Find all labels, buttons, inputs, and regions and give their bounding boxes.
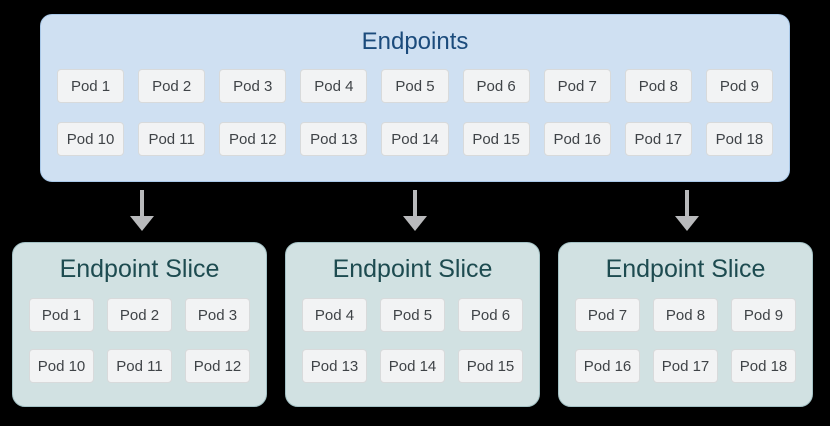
pod-box: Pod 2 bbox=[138, 69, 206, 103]
arrow-stem bbox=[685, 190, 689, 216]
slice-pod-grid: Pod 4 Pod 5 Pod 6 Pod 13 Pod 14 Pod 15 bbox=[302, 298, 523, 383]
endpoint-slice-box-1: Endpoint Slice Pod 1 Pod 2 Pod 3 Pod 10 … bbox=[12, 242, 267, 407]
down-arrow-icon bbox=[675, 190, 699, 231]
pod-box: Pod 10 bbox=[29, 349, 94, 383]
pod-box: Pod 9 bbox=[731, 298, 796, 332]
down-arrow-icon bbox=[130, 190, 154, 231]
endpoints-pod-grid: Pod 1 Pod 2 Pod 3 Pod 4 Pod 5 Pod 6 Pod … bbox=[57, 69, 773, 156]
arrow-stem bbox=[413, 190, 417, 216]
pod-box: Pod 3 bbox=[219, 69, 287, 103]
pod-box: Pod 5 bbox=[381, 69, 449, 103]
pod-box: Pod 11 bbox=[107, 349, 172, 383]
slice-row: Endpoint Slice Pod 1 Pod 2 Pod 3 Pod 10 … bbox=[12, 242, 813, 407]
arrow-head bbox=[403, 216, 427, 231]
pod-box: Pod 10 bbox=[57, 122, 125, 156]
endpoint-slice-box-2: Endpoint Slice Pod 4 Pod 5 Pod 6 Pod 13 … bbox=[285, 242, 540, 407]
pod-box: Pod 15 bbox=[462, 122, 530, 156]
pod-box: Pod 18 bbox=[705, 122, 773, 156]
pod-box: Pod 14 bbox=[381, 122, 449, 156]
pod-box: Pod 8 bbox=[653, 298, 718, 332]
pod-box: Pod 1 bbox=[29, 298, 94, 332]
endpoint-slice-title: Endpoint Slice bbox=[605, 255, 766, 283]
pod-box: Pod 14 bbox=[380, 349, 445, 383]
pod-box: Pod 18 bbox=[731, 349, 796, 383]
pod-box: Pod 17 bbox=[653, 349, 718, 383]
pod-box: Pod 6 bbox=[458, 298, 523, 332]
pod-box: Pod 7 bbox=[575, 298, 640, 332]
endpoint-slice-box-3: Endpoint Slice Pod 7 Pod 8 Pod 9 Pod 16 … bbox=[558, 242, 813, 407]
pod-box: Pod 3 bbox=[185, 298, 250, 332]
pod-box: Pod 8 bbox=[624, 69, 692, 103]
endpoints-title: Endpoints bbox=[361, 28, 469, 55]
pod-box: Pod 13 bbox=[302, 349, 367, 383]
down-arrow-icon bbox=[403, 190, 427, 231]
pod-box: Pod 5 bbox=[380, 298, 445, 332]
pod-box: Pod 9 bbox=[705, 69, 773, 103]
pod-box: Pod 16 bbox=[543, 122, 611, 156]
pod-box: Pod 12 bbox=[185, 349, 250, 383]
arrow-head bbox=[130, 216, 154, 231]
arrow-head bbox=[675, 216, 699, 231]
pod-box: Pod 16 bbox=[575, 349, 640, 383]
arrow-stem bbox=[140, 190, 144, 216]
pod-box: Pod 2 bbox=[107, 298, 172, 332]
pod-box: Pod 15 bbox=[458, 349, 523, 383]
pod-box: Pod 1 bbox=[57, 69, 125, 103]
slice-pod-grid: Pod 1 Pod 2 Pod 3 Pod 10 Pod 11 Pod 12 bbox=[29, 298, 250, 383]
endpoints-box: Endpoints Pod 1 Pod 2 Pod 3 Pod 4 Pod 5 … bbox=[40, 14, 790, 182]
pod-box: Pod 7 bbox=[543, 69, 611, 103]
endpoint-slice-title: Endpoint Slice bbox=[332, 255, 493, 283]
pod-box: Pod 4 bbox=[300, 69, 368, 103]
endpoint-slice-title: Endpoint Slice bbox=[59, 255, 220, 283]
pod-box: Pod 12 bbox=[219, 122, 287, 156]
pod-box: Pod 17 bbox=[624, 122, 692, 156]
pod-box: Pod 11 bbox=[138, 122, 206, 156]
pod-box: Pod 4 bbox=[302, 298, 367, 332]
slice-pod-grid: Pod 7 Pod 8 Pod 9 Pod 16 Pod 17 Pod 18 bbox=[575, 298, 796, 383]
pod-box: Pod 13 bbox=[300, 122, 368, 156]
pod-box: Pod 6 bbox=[462, 69, 530, 103]
